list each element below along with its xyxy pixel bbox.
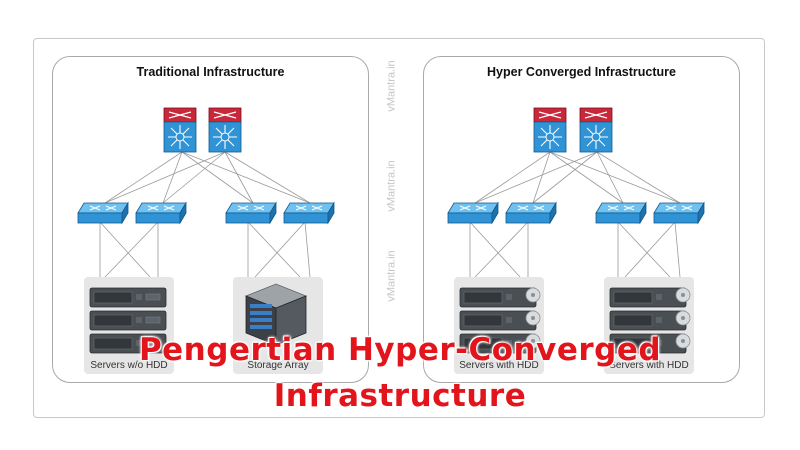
server-hdd-icon: [609, 310, 691, 331]
server-hdd-icon: [609, 287, 691, 308]
hyper-converged-connections: [469, 151, 681, 278]
access-switch-icon: [595, 202, 647, 224]
access-switch-icon: [447, 202, 499, 224]
server-icon: [89, 310, 167, 331]
server-hdd-icon: [459, 287, 541, 308]
traditional-infrastructure-title: Traditional Infrastructure: [136, 65, 285, 79]
servers-without-hdd-label: Servers w/o HDD: [90, 360, 168, 371]
servers-with-hdd-label: Servers with HDD: [609, 360, 689, 371]
access-switch-icon: [505, 202, 557, 224]
storage-array-label: Storage Array: [247, 360, 309, 371]
access-switch-icon: [135, 202, 187, 224]
core-switch-icon: [533, 107, 567, 153]
core-switch-icon: [208, 107, 242, 153]
watermark-text: vMantra.in: [385, 60, 398, 112]
hyper-converged-infrastructure-title: Hyper Converged Infrastructure: [487, 65, 676, 79]
traditional-connections: [99, 151, 311, 278]
access-switch-icon: [77, 202, 129, 224]
server-hdd-icon: [459, 310, 541, 331]
overlay-title-line2: Infrastructure: [273, 378, 527, 414]
servers-with-hdd-label: Servers with HDD: [459, 360, 539, 371]
server-icon: [89, 287, 167, 308]
core-switch-icon: [163, 107, 197, 153]
access-switch-icon: [225, 202, 277, 224]
watermark-text: vMantra.in: [385, 160, 398, 212]
storage-array-icon: [244, 283, 308, 346]
overlay-title-line1: Pengertian Hyper-Converged: [138, 332, 662, 368]
core-switch-icon: [579, 107, 613, 153]
access-switch-icon: [283, 202, 335, 224]
watermark-text: vMantra.in: [385, 250, 398, 302]
access-switch-icon: [653, 202, 705, 224]
